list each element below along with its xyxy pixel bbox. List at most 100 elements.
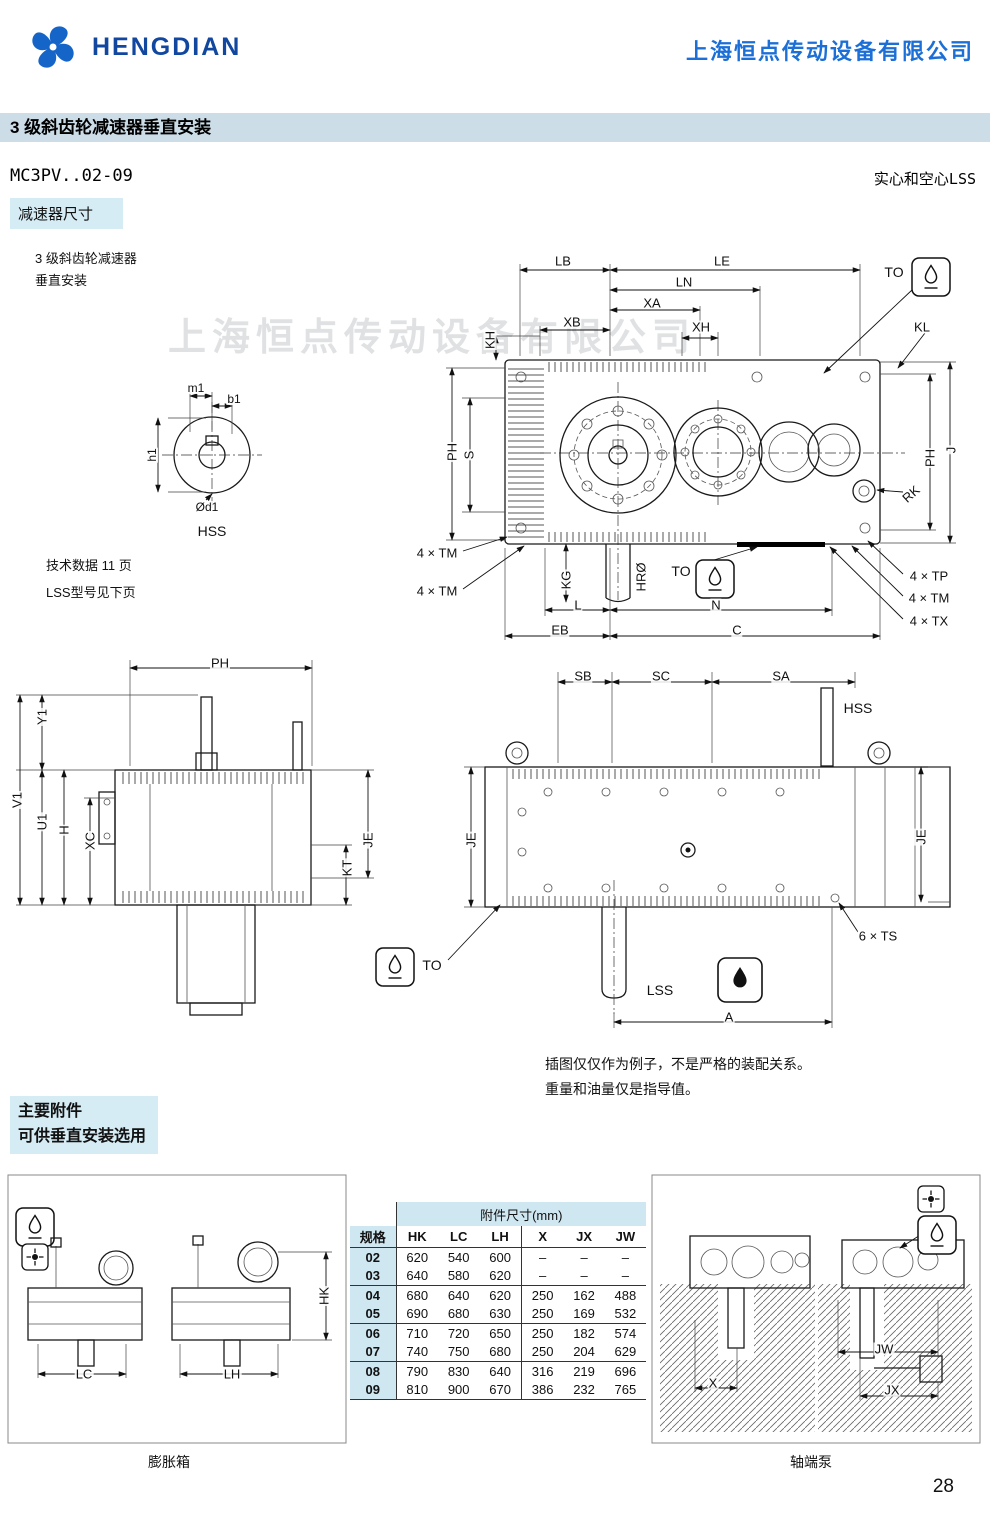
value-cell: 810 [396,1380,439,1400]
shaft-end-pump-caption: 轴端泵 [790,1454,832,1470]
breather-icon [21,1243,49,1271]
value-cell: – [604,1266,646,1286]
spec-cell: 03 [350,1266,397,1286]
value-cell: 680 [406,1287,429,1303]
value-cell: 250 [531,1325,554,1341]
value-cell: 600 [479,1247,522,1267]
expansion-tank-box [7,1174,347,1444]
page-title: 3 级斜齿轮减速器垂直安装 [0,113,990,142]
watermark-text: 上海恒点传动设备有限公司 [168,317,697,359]
value-cell: – [621,1249,629,1265]
spec-cell: 04 [350,1285,397,1305]
shaft-type-note: 实心和空心LSS [873,170,976,188]
shaft-end-pump-box [651,1174,981,1444]
drawing-caption-line1: 3 级斜齿轮减速器 [35,251,137,266]
value-cell: 250 [521,1342,564,1362]
value-cell: 640 [479,1361,522,1381]
disclaimer-line2: 重量和油量仅是指导值。 [545,1080,699,1097]
value-cell: 650 [479,1323,522,1343]
value-cell: 720 [447,1325,470,1341]
value-cell: 710 [406,1325,429,1341]
table-col-header-X: X [521,1226,564,1248]
spec-cell: 05 [350,1304,397,1324]
value-cell: – [563,1266,605,1286]
tech-note-line1: 技术数据 11 页 [46,558,132,573]
value-cell: 574 [614,1325,637,1341]
table-title: 附件尺寸(mm) [396,1202,646,1226]
value-cell: 532 [604,1304,646,1324]
front-view-drawing [375,672,951,1028]
table-col-header-HK: HK [396,1226,439,1248]
oil-drop-icon [717,957,763,1003]
value-cell: 830 [447,1363,470,1379]
value-cell: 900 [438,1380,480,1400]
table-col-header-LC: LC [438,1226,480,1248]
value-cell: 580 [438,1266,480,1286]
disclaimer-note: 插图仅仅作为例子，不是严格的装配关系。 重量和油量仅是指导值。 [545,1052,811,1101]
page-number: 28 [932,1476,954,1497]
drawing-caption: 3 级斜齿轮减速器 垂直安装 [35,248,137,292]
plan-view-drawing [446,257,956,640]
table-col-header-JW: JW [604,1226,646,1248]
table-col-header-JX: JX [563,1226,605,1248]
spec-cell: 07 [350,1342,397,1362]
value-cell: 680 [479,1342,522,1362]
table-banner-blank [350,1202,397,1226]
value-cell: 250 [521,1304,564,1324]
table-col-header-LH: LH [479,1226,522,1248]
drawing-caption-line2: 垂直安装 [35,273,88,289]
value-cell: 219 [573,1363,595,1379]
brand-name: HENGDIAN [92,32,242,61]
value-cell: 162 [573,1287,595,1303]
value-cell: 750 [438,1342,480,1362]
table-banner-row: 附件尺寸(mm) [350,1202,646,1226]
accessories-heading-line1: 主要附件 [18,1103,83,1120]
value-cell: 232 [563,1380,605,1400]
value-cell: 620 [479,1266,522,1286]
model-code: MC3PV..02-09 [10,166,133,186]
tech-data-note: 技术数据 11 页 LSS型号见下页 [46,552,136,607]
value-cell: 696 [614,1363,637,1379]
value-cell: 620 [406,1249,429,1265]
spec-cell: 09 [350,1380,397,1400]
hengdian-pinwheel-icon [32,26,74,68]
value-cell: 690 [396,1304,439,1324]
value-cell: 316 [531,1363,554,1379]
expansion-tank-caption: 膨胀箱 [148,1454,190,1470]
side-view-drawing [16,660,374,1016]
value-cell: 620 [479,1285,522,1305]
section-label-dimensions: 减速器尺寸 [10,198,124,229]
value-cell: 386 [521,1380,564,1400]
value-cell: 540 [447,1249,470,1265]
table-col-header-规格: 规格 [350,1226,397,1248]
oil-can-icon [375,947,415,987]
value-cell: 630 [479,1304,522,1324]
oil-can-icon [15,1207,55,1247]
value-cell: 204 [563,1342,605,1362]
company-name: 上海恒点传动设备有限公司 [685,39,974,64]
accessories-heading-line2: 可供垂直安装选用 [18,1127,147,1145]
value-cell: – [521,1266,564,1286]
oil-can-icon [695,559,735,599]
value-cell: 629 [604,1342,646,1362]
accessories-heading: 主要附件 可供垂直安装选用 [10,1096,159,1154]
value-cell: 182 [573,1325,595,1341]
value-cell: 680 [438,1304,480,1324]
oil-can-icon [911,257,951,297]
value-cell: 790 [406,1363,429,1379]
value-cell: 250 [531,1287,554,1303]
spec-cell: 02 [350,1247,397,1267]
shaft-end-view-drawing [155,392,262,508]
value-cell: 670 [479,1380,522,1400]
